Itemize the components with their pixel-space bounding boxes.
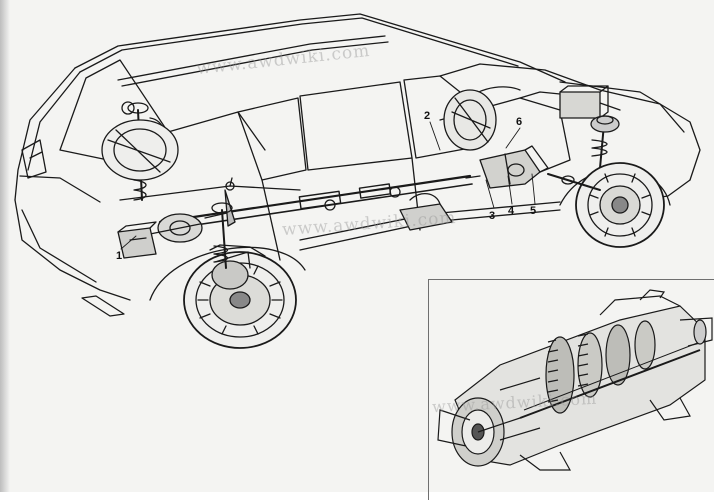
transfer-case-cutaway-inset bbox=[437, 289, 713, 471]
callout-label-4: 4 bbox=[508, 205, 515, 217]
rear-axle-link bbox=[119, 177, 301, 201]
page-binding-shadow bbox=[0, 0, 10, 492]
fuel-tank bbox=[399, 193, 453, 231]
front-engine-gearbox bbox=[439, 85, 621, 173]
rear-right-wheel bbox=[101, 119, 179, 181]
callout-label-3: 3 bbox=[489, 210, 496, 222]
car-body-outline bbox=[14, 13, 701, 317]
rear-strut-left bbox=[211, 202, 233, 269]
front-halfshaft bbox=[547, 173, 601, 191]
callout-label-6: 6 bbox=[516, 116, 523, 128]
callout-label-1: 1 bbox=[116, 250, 123, 262]
rear-differential bbox=[139, 189, 241, 243]
front-transfer-case bbox=[465, 145, 549, 189]
rear-brake-disc bbox=[211, 251, 251, 290]
front-right-strut bbox=[590, 115, 620, 169]
callout-label-2: 2 bbox=[424, 110, 431, 122]
front-right-wheel bbox=[575, 162, 665, 248]
rear-left-wheel bbox=[183, 244, 297, 349]
callout-label-5: 5 bbox=[530, 205, 537, 217]
inset-frame bbox=[428, 279, 714, 500]
callout-leader-lines bbox=[120, 121, 536, 250]
viscous-coupling-box bbox=[117, 221, 157, 259]
propeller-shaft bbox=[158, 174, 473, 231]
